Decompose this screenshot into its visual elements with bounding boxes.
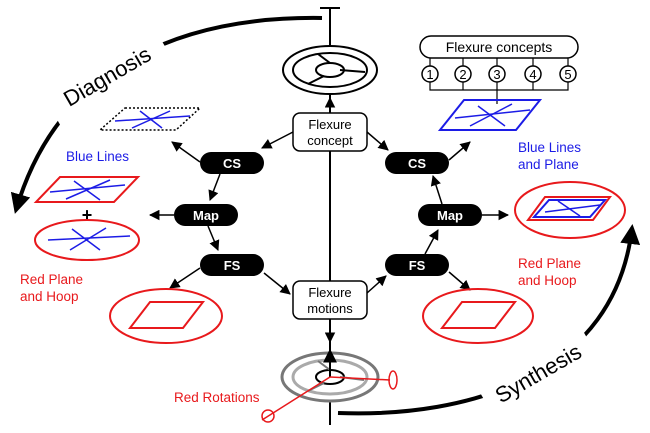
red-hoop-plane-left-bottom <box>109 288 223 344</box>
concept-4-number: 4 <box>529 67 536 82</box>
right-cs-pill[interactable]: CS <box>385 152 449 174</box>
red-plane-hoop-right-label-1: Red Plane <box>518 256 581 271</box>
red-plane-hoop-left-label-1: Red Plane <box>20 272 83 287</box>
flexure-concept-line1: Flexure <box>308 117 351 132</box>
red-hoop-plane-right-bottom <box>422 288 534 344</box>
flexure-concepts-selector: Flexure concepts 1 2 3 4 5 <box>419 35 579 104</box>
left-fs-label: FS <box>224 258 241 273</box>
red-hoop-blue-plane-right <box>514 181 626 239</box>
blue-plane-right <box>437 99 543 131</box>
red-plane-hoop-right-label-2: and Hoop <box>518 273 577 288</box>
concept-2-number: 2 <box>459 67 466 82</box>
right-map-label: Map <box>437 208 463 223</box>
right-cs-label: CS <box>408 156 426 171</box>
concept-1-number: 1 <box>426 67 433 82</box>
concept-5-number: 5 <box>564 67 571 82</box>
red-plane-hoop-left-label-2: and Hoop <box>20 289 79 304</box>
dotted-plane-left <box>98 107 202 131</box>
red-plane-left <box>33 176 141 203</box>
flexure-motions-line1: Flexure <box>308 285 351 300</box>
blue-lines-plane-label-2: and Plane <box>518 157 579 172</box>
flexure-bottom-drawing <box>261 348 398 423</box>
plus-sign: + <box>82 205 93 225</box>
flexure-top-drawing <box>282 45 378 95</box>
flexure-motions-line2: motions <box>307 301 353 316</box>
flexure-motions-box[interactable]: Flexure motions <box>292 280 368 320</box>
blue-lines-plane-label-1: Blue Lines <box>518 140 581 155</box>
left-fs-pill[interactable]: FS <box>200 254 264 276</box>
right-arrows <box>366 131 510 294</box>
flexure-concept-line2: concept <box>307 133 353 148</box>
right-fs-label: FS <box>409 258 426 273</box>
left-cs-pill[interactable]: CS <box>200 152 264 174</box>
red-rotations-label: Red Rotations <box>174 390 260 405</box>
concept-3-number: 3 <box>493 67 500 82</box>
right-fs-pill[interactable]: FS <box>385 254 449 276</box>
left-map-pill[interactable]: Map <box>174 204 238 226</box>
flexure-concepts-title: Flexure concepts <box>446 39 553 55</box>
left-map-label: Map <box>193 208 219 223</box>
flexure-concept-box[interactable]: Flexure concept <box>292 112 368 152</box>
red-hoop-left <box>34 219 140 261</box>
right-map-pill[interactable]: Map <box>418 204 482 226</box>
left-arrows <box>148 131 294 295</box>
left-cs-label: CS <box>223 156 241 171</box>
blue-lines-label: Blue Lines <box>66 149 129 164</box>
